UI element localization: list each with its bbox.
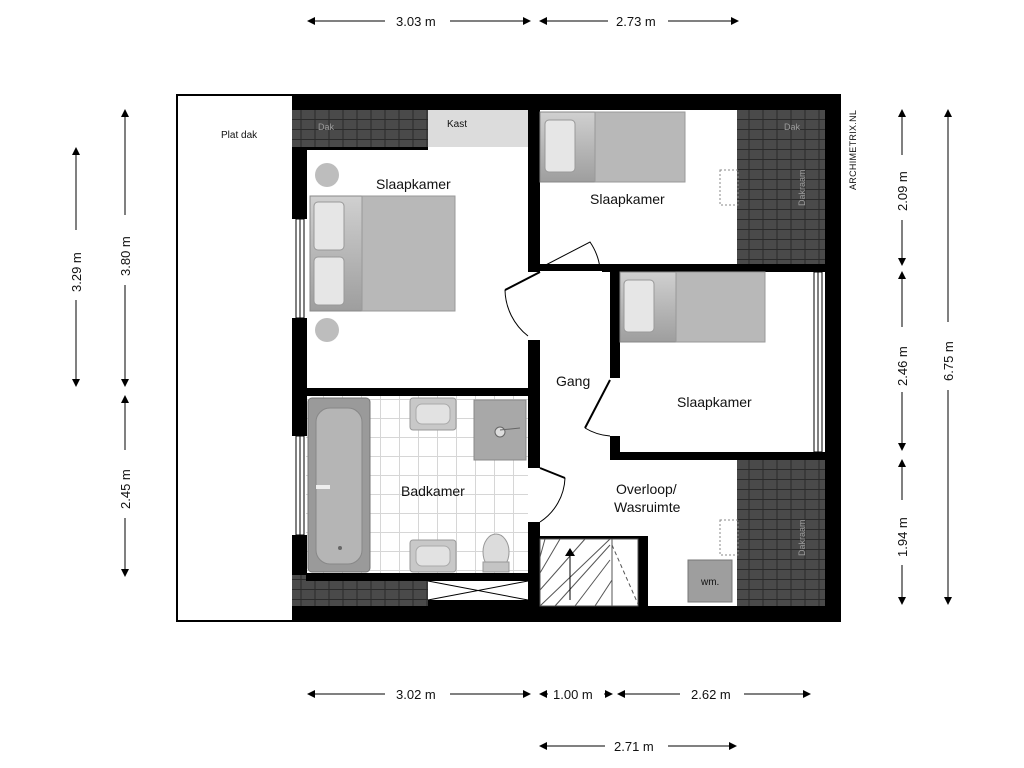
label-dakraam-2: Dakraam (797, 519, 807, 556)
staircase (539, 538, 639, 607)
label-gang: Gang (556, 373, 590, 389)
single-bed-room-2 (539, 111, 686, 183)
dim-bottom-right: 2.62 m (691, 687, 731, 702)
double-bed (309, 195, 456, 312)
dim-right-total: 6.75 m (941, 341, 956, 381)
roof-area-right-top (737, 95, 840, 265)
roof-area-right-bottom (737, 453, 840, 621)
skylight-frame-1 (719, 169, 739, 206)
label-dakraam-1: Dakraam (797, 169, 807, 206)
brand-watermark: ARCHIMETRIX.NL (848, 110, 858, 190)
dim-left-outer: 3.29 m (69, 252, 84, 292)
dim-bottom-mid: 1.00 m (553, 687, 593, 702)
dim-top-left: 3.03 m (396, 14, 436, 29)
dim-right-top: 2.09 m (895, 171, 910, 211)
dim-right-mid: 2.46 m (895, 346, 910, 386)
single-bed-room-3 (619, 271, 766, 343)
toilet (482, 533, 510, 573)
dim-bottom-left: 3.02 m (396, 687, 436, 702)
label-slaapkamer-1: Slaapkamer (376, 176, 451, 192)
label-kast: Kast (447, 119, 467, 130)
dim-left-upper: 3.80 m (118, 236, 133, 276)
label-badkamer: Badkamer (401, 483, 465, 499)
dim-left-lower: 2.45 m (118, 469, 133, 509)
skylight-frame-2 (719, 519, 739, 556)
label-plat-dak: Plat dak (221, 130, 258, 141)
label-dak-right: Dak (784, 122, 801, 132)
nightstand-top (315, 163, 339, 187)
void-hatch (427, 580, 529, 601)
label-dak-left: Dak (318, 122, 335, 132)
stair-direction-arrow (565, 548, 575, 556)
label-wasruimte: Wasruimte (614, 499, 681, 515)
bathtub (307, 397, 371, 573)
dim-top-right: 2.73 m (616, 14, 656, 29)
nightstand-bottom (315, 318, 339, 342)
label-wm: wm. (700, 577, 719, 588)
label-slaapkamer-2: Slaapkamer (590, 191, 665, 207)
windows (295, 218, 823, 536)
dim-right-bottom: 1.94 m (895, 517, 910, 557)
washing-machine (687, 559, 733, 603)
label-overloop: Overloop/ (616, 481, 677, 497)
dim-bottom-lower: 2.71 m (614, 739, 654, 754)
doors (504, 241, 611, 523)
dimension-lines (72, 17, 952, 750)
label-slaapkamer-3: Slaapkamer (677, 394, 752, 410)
kast-area (428, 110, 528, 147)
